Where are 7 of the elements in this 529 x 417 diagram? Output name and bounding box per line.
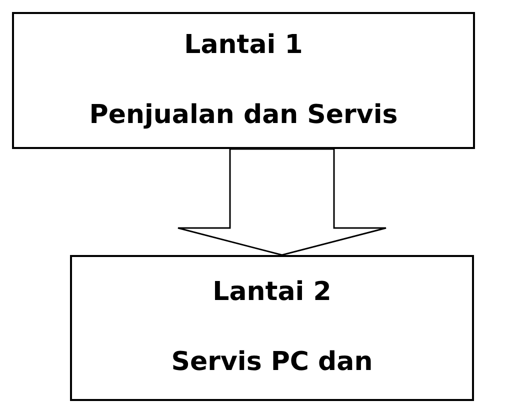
process-box: [12, 12, 475, 149]
block-arrow: [177, 148, 387, 256]
box-heading: Lantai 2: [212, 276, 332, 309]
box-text: Servis PC dan: [171, 346, 373, 379]
box-heading: Lantai 1: [184, 29, 303, 62]
box-text: Penjualan dan Servis: [89, 99, 398, 132]
process-box: [70, 255, 474, 401]
